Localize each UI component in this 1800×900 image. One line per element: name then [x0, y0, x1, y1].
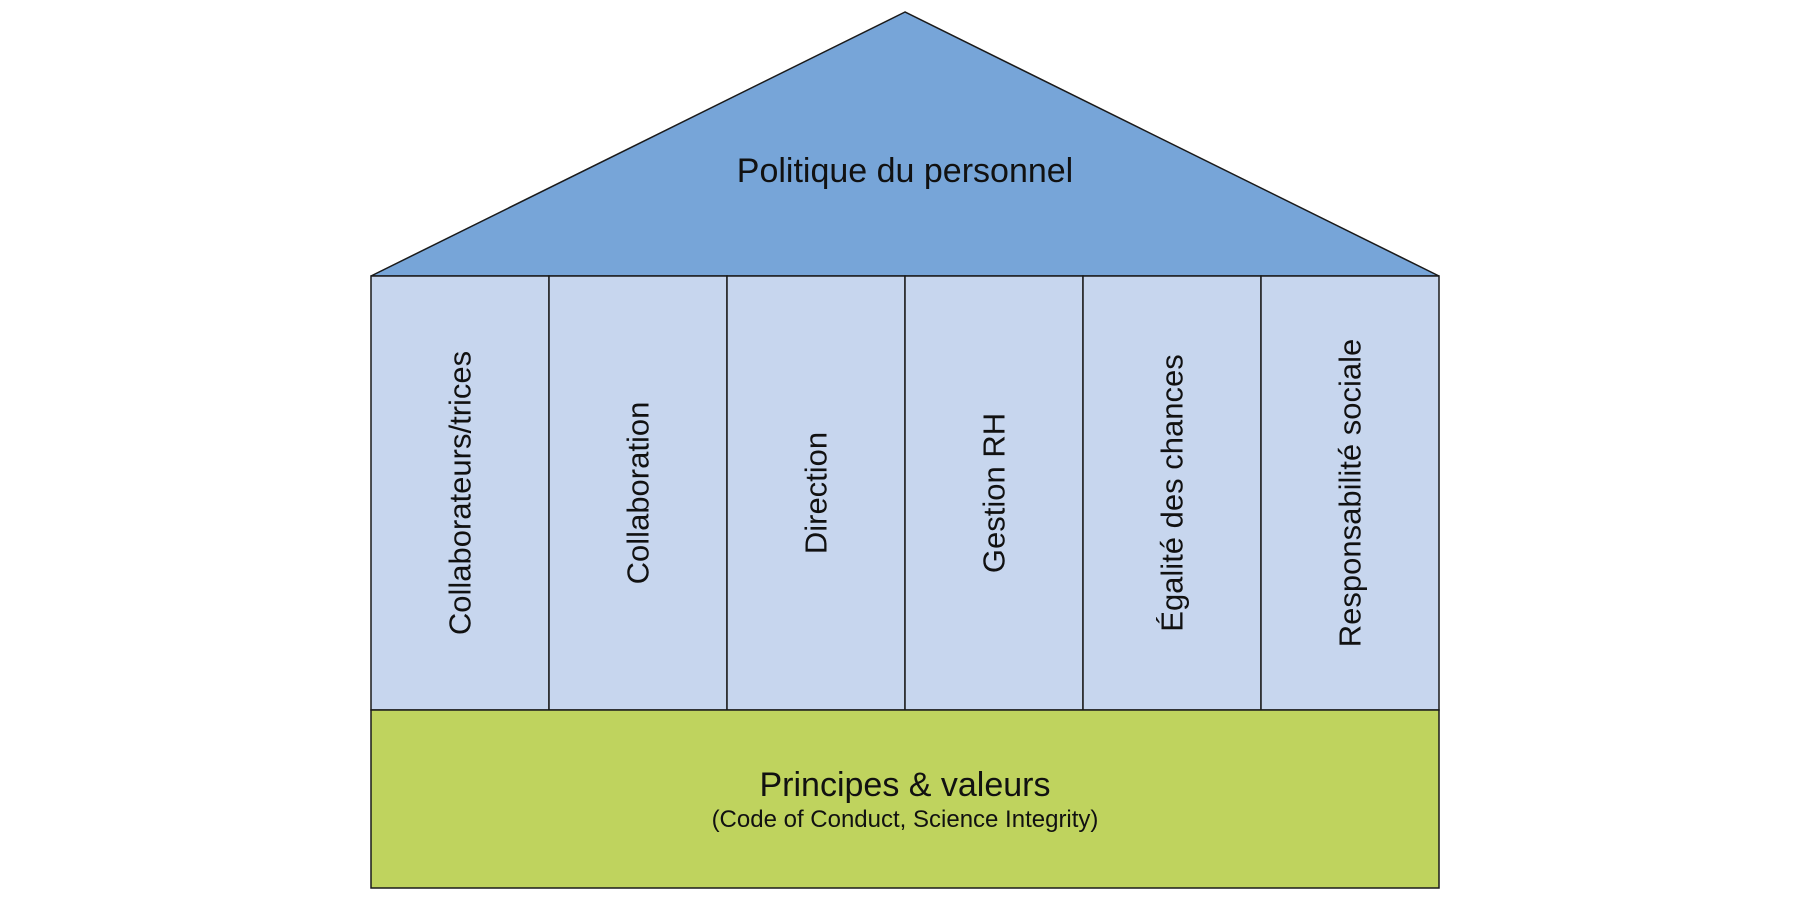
pillar-3-label: Direction: [799, 432, 834, 554]
pillar-3-box: [726, 275, 906, 711]
pillar-4-label: Gestion RH: [977, 413, 1012, 573]
pillar-2-box: [548, 275, 728, 711]
pillar-1-box: [370, 275, 550, 711]
base-subtitle: (Code of Conduct, Science Integrity): [712, 806, 1099, 833]
pillar-1-label: Collaborateurs/trices: [443, 351, 478, 635]
roof-triangle: [370, 11, 1440, 277]
pillar-4-box: [904, 275, 1084, 711]
pillars-group: Collaborateurs/trices Collaboration Dire…: [370, 275, 1440, 711]
pillar-3: Direction: [726, 275, 906, 711]
base-title: Principes & valeurs: [759, 766, 1050, 804]
pillar-6: Responsabilité sociale: [1260, 275, 1440, 711]
pillar-5-box: [1082, 275, 1262, 711]
pillar-1: Collaborateurs/trices: [370, 275, 550, 711]
pillar-4: Gestion RH: [904, 275, 1084, 711]
pillar-6-label: Responsabilité sociale: [1333, 339, 1368, 647]
pillar-2: Collaboration: [548, 275, 728, 711]
base-foundation: [370, 709, 1440, 889]
pillar-6-box: [1260, 275, 1440, 711]
roof-title: Politique du personnel: [737, 152, 1073, 190]
pillar-5: Égalité des chances: [1082, 275, 1262, 711]
pillar-5-label: Égalité des chances: [1155, 354, 1190, 631]
pillar-2-label: Collaboration: [621, 402, 656, 585]
